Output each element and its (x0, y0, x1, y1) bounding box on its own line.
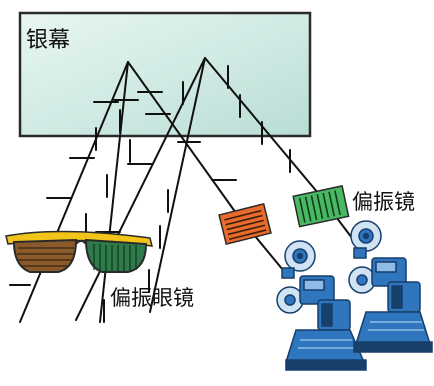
glasses-label: 偏振眼镜 (110, 286, 194, 310)
glasses-icon (5, 230, 153, 273)
left-projector-icon (276, 240, 367, 371)
screen (18, 11, 312, 138)
left-polarizer-filter (218, 202, 272, 246)
polarization-ticks (9, 65, 291, 323)
polarizer-label: 偏振镜 (352, 190, 415, 214)
right-projector-icon (348, 220, 433, 353)
screen-label: 银幕 (26, 28, 71, 53)
right-polarizer-filter (292, 185, 350, 228)
